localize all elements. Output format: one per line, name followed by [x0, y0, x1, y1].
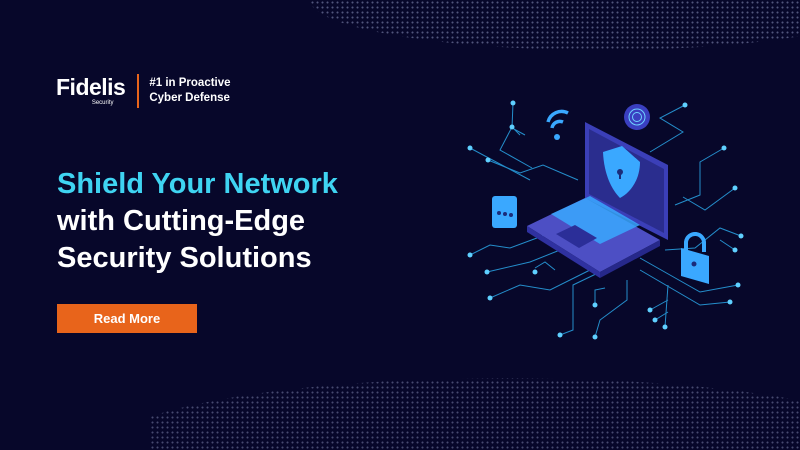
tagline-line1: #1 in Proactive	[149, 77, 231, 89]
logo-divider	[137, 74, 140, 108]
tagline: #1 in Proactive Cyber Defense	[149, 76, 230, 106]
brand-logo: Fidelis Security #1 in Proactive Cyber D…	[56, 74, 231, 108]
circuit-lines	[469, 102, 742, 338]
circuit-nodes	[467, 100, 744, 340]
logo-wordmark: Fidelis	[56, 74, 126, 100]
wifi-icon	[546, 109, 569, 140]
fingerprint-icon	[624, 104, 650, 130]
headline: Shield Your Network with Cutting-Edge Se…	[57, 166, 338, 277]
read-more-button[interactable]: Read More	[57, 304, 197, 333]
headline-line2: with Cutting-Edge	[57, 205, 306, 237]
dotted-wave-bottom	[150, 378, 800, 450]
headline-line3: Security Solutions	[57, 242, 312, 274]
security-illustration	[467, 100, 744, 340]
dotted-wave-top	[310, 0, 800, 50]
headline-line1: Shield Your Network	[57, 168, 338, 200]
chat-icon	[492, 196, 517, 228]
tagline-line2: Cyber Defense	[149, 92, 230, 104]
logo-subtext: Security	[91, 100, 114, 106]
shield-icon	[603, 146, 640, 198]
padlock-icon	[681, 232, 709, 284]
